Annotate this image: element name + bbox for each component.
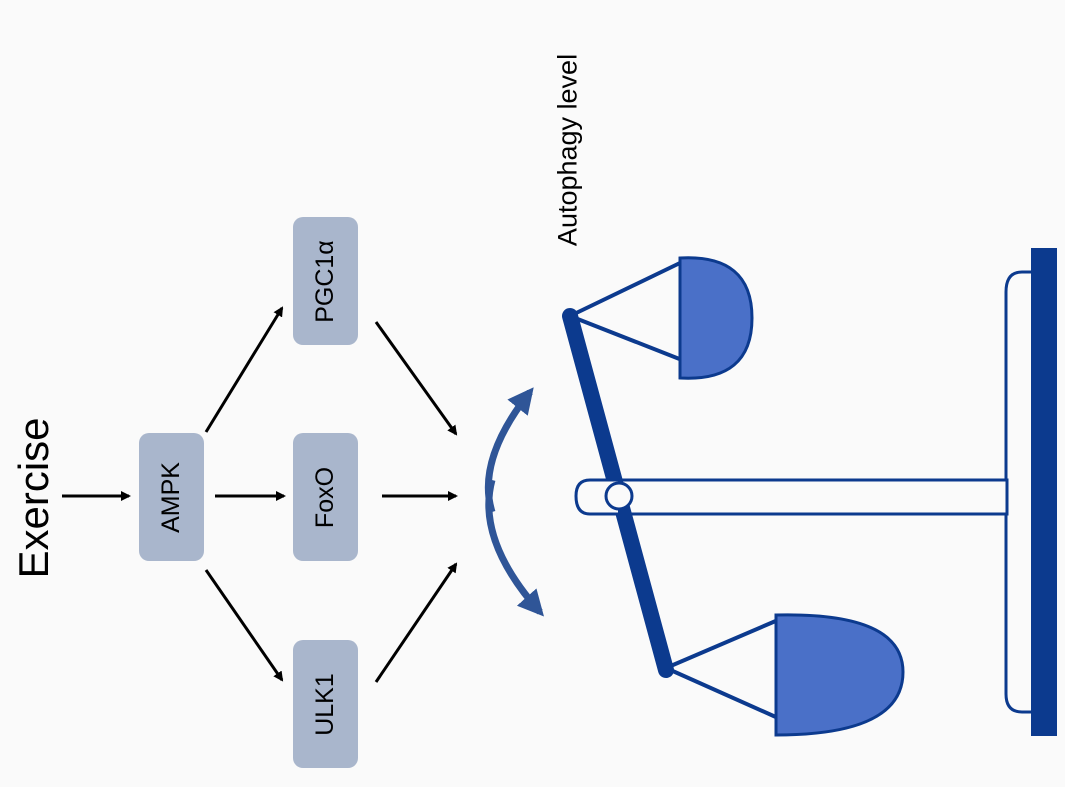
- scale-string-lower-2: [665, 666, 779, 720]
- node-pgc1a-label: PGC1α: [311, 239, 340, 323]
- node-foxo-label: FoxO: [311, 466, 339, 528]
- arrow-ulk1-to-outcome: [374, 562, 458, 683]
- exercise-label: Exercise: [10, 417, 57, 579]
- scale-string-upper-1: [569, 260, 683, 318]
- balance-scale: [562, 248, 1057, 737]
- scale-base: [1004, 270, 1032, 714]
- node-ulk1: ULK1: [293, 640, 358, 768]
- node-ampk: AMPK: [139, 433, 204, 561]
- node-ulk1-label: ULK1: [310, 672, 339, 736]
- swing-arrow-lower: [485, 479, 544, 617]
- autophagy-level-label: Autophagy level: [552, 53, 583, 247]
- scale-pivot: [604, 481, 634, 511]
- arrow-pgc1a-to-outcome: [374, 321, 458, 436]
- pathway-arrows: [62, 306, 458, 683]
- scale-pan-upper: [678, 256, 754, 380]
- node-ampk-label: AMPK: [157, 461, 186, 533]
- scale-string-lower-1: [665, 618, 779, 670]
- swing-arrow: [484, 387, 534, 514]
- scale-pan-lower: [774, 613, 905, 737]
- scale-string-upper-2: [569, 314, 683, 362]
- node-pgc1a: PGC1α: [293, 217, 358, 345]
- scale-base-bar: [1031, 248, 1057, 736]
- arrow-ampk-to-ulk1: [204, 569, 284, 682]
- scale-stem: [603, 478, 1009, 516]
- node-foxo: FoxO: [293, 433, 358, 561]
- arrow-ampk-to-pgc1a: [204, 306, 284, 433]
